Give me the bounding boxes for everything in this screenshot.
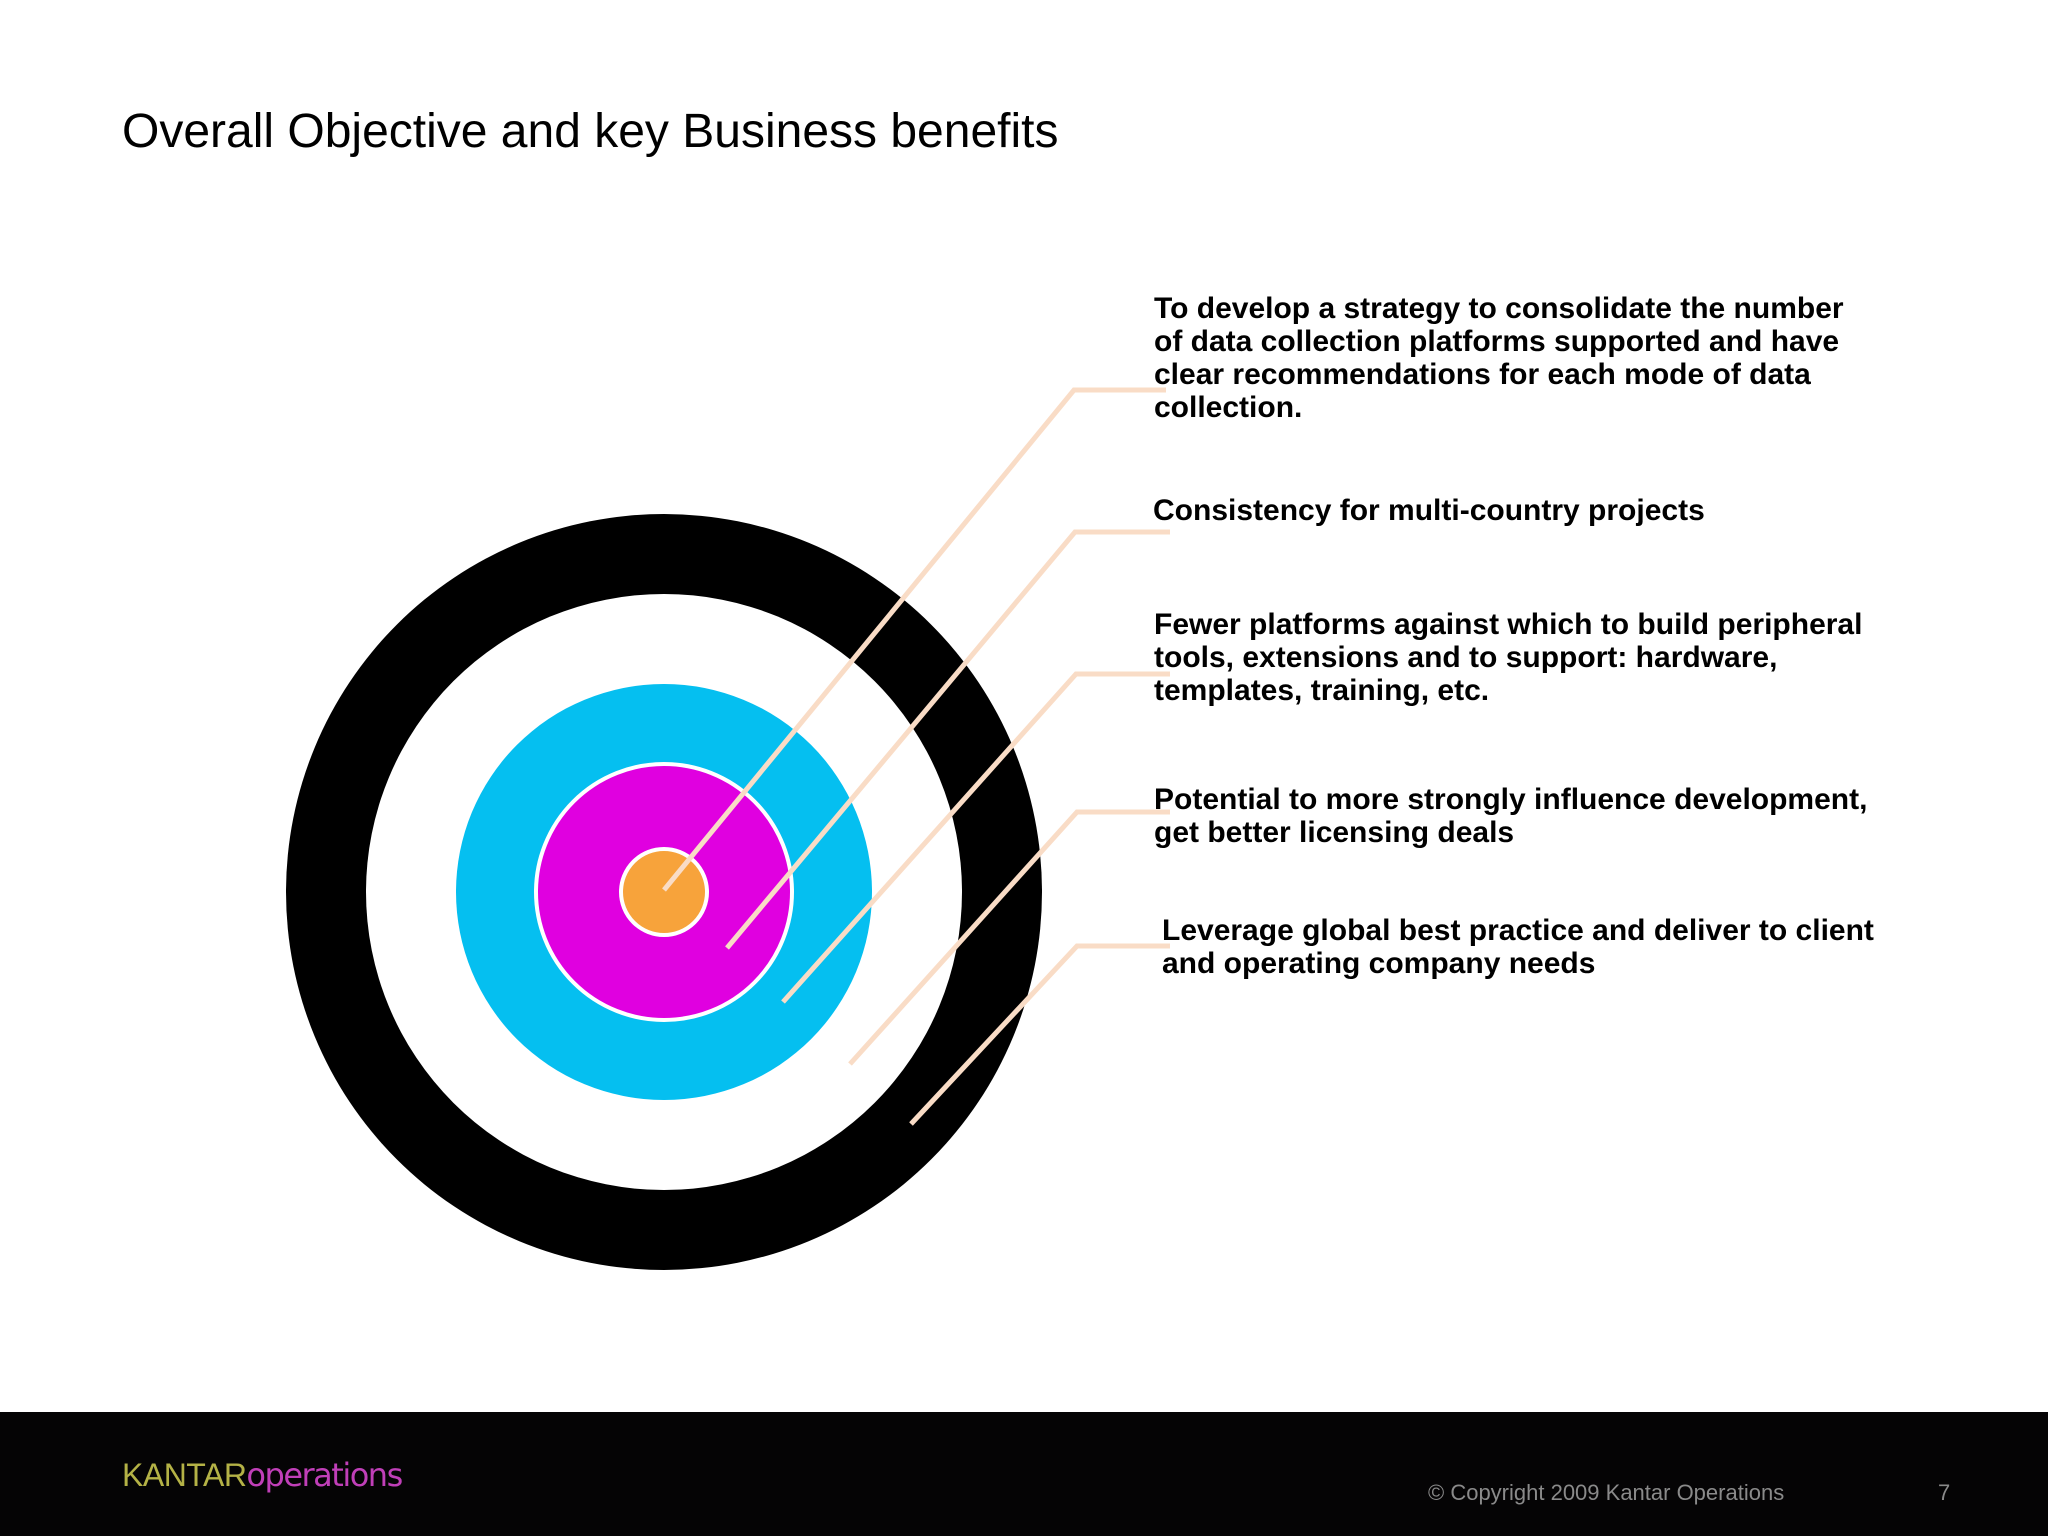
leader-line-1: [662, 387, 1166, 892]
benefit-fewer-platforms-text: Fewer platforms against which to build p…: [1154, 608, 1863, 707]
leader-line-2: [725, 529, 1170, 950]
leader-line-4: [848, 809, 1170, 1066]
center-dot: [619, 847, 709, 937]
benefit-influence-text: Potential to more strongly influence dev…: [1154, 783, 1868, 849]
leader-line-5: [909, 943, 1170, 1126]
page-number: 7: [1938, 1480, 1951, 1505]
benefit-objective-text: To develop a strategy to consolidate the…: [1154, 292, 1844, 424]
benefit-consistency-text: Consistency for multi-country projects: [1153, 494, 1705, 527]
logo-operations-word: operations: [246, 1456, 403, 1494]
footer-bar: KANTARoperations © Copyright 2009 Kantar…: [0, 1412, 2048, 1536]
slide-title: Overall Objective and key Business benef…: [122, 105, 1059, 158]
kantar-operations-logo: KANTARoperations: [122, 1456, 403, 1494]
copyright-text: © Copyright 2009 Kantar Operations: [1428, 1480, 1785, 1505]
logo-kantar-word: KANTAR: [122, 1457, 247, 1493]
target-diagram: [286, 387, 1170, 1270]
leader-line-3: [781, 671, 1170, 1004]
benefit-leverage-text: Leverage global best practice and delive…: [1162, 914, 1874, 980]
